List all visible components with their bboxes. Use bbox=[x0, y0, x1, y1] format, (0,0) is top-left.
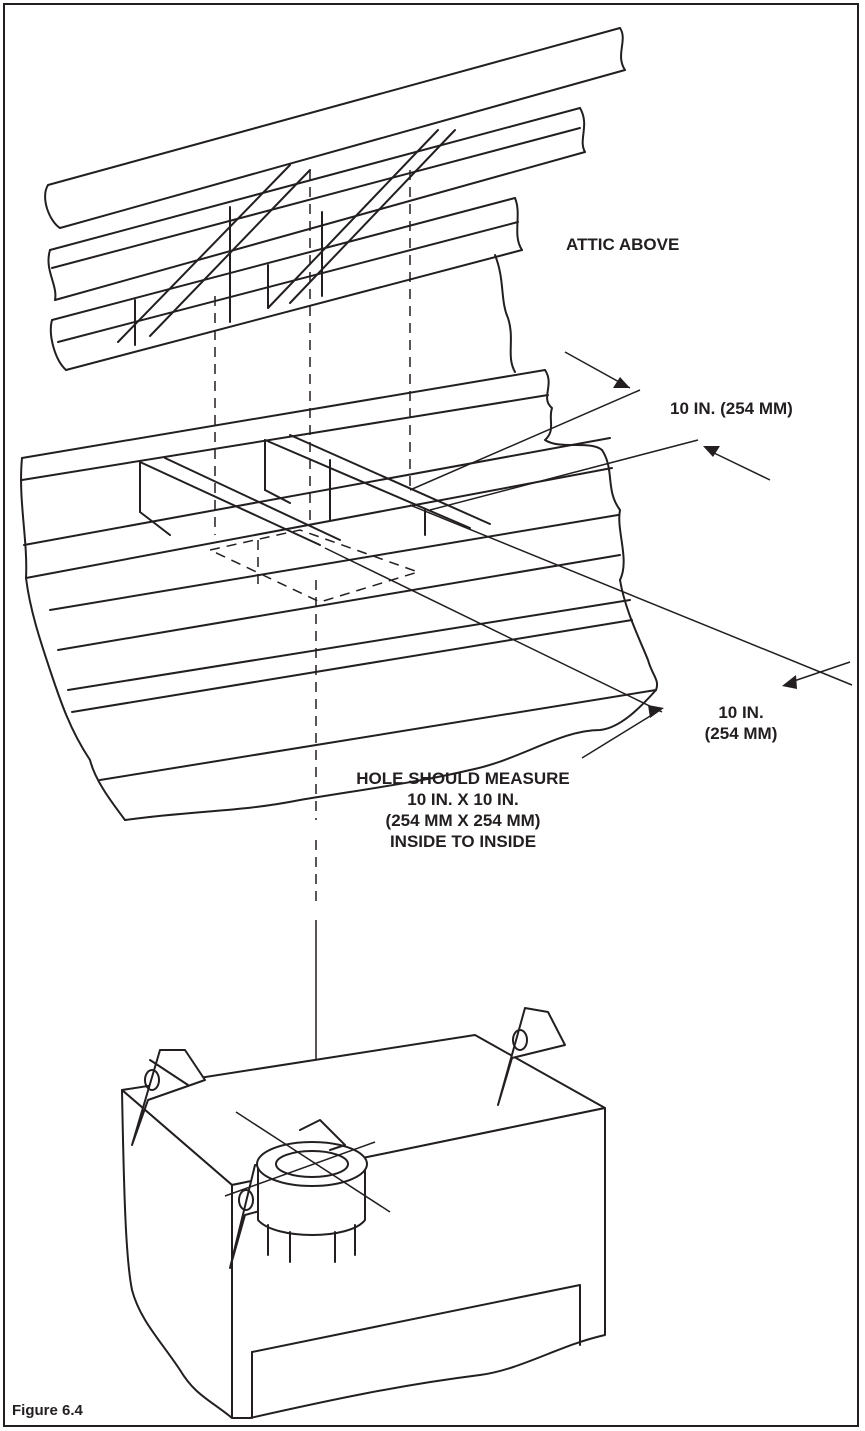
hole-note-line-3: (254 MM X 254 MM) bbox=[385, 811, 541, 830]
flue-collar bbox=[224, 1111, 391, 1263]
side-dimension-line-2: (254 MM) bbox=[704, 724, 778, 743]
dimension-lines bbox=[324, 351, 853, 759]
attic-label: ATTIC ABOVE bbox=[566, 235, 680, 254]
figure-label: Figure 6.4 bbox=[12, 1402, 83, 1419]
hole-note-line-4: INSIDE TO INSIDE bbox=[389, 832, 537, 851]
hole-note-line-2: 10 IN. X 10 IN. bbox=[407, 790, 519, 809]
side-dimension-label: 10 IN. (254 MM) bbox=[686, 702, 796, 744]
hole-outline bbox=[207, 170, 421, 905]
ceiling-joists bbox=[20, 369, 658, 821]
attic-trusses bbox=[44, 27, 626, 373]
hole-note-line-1: HOLE SHOULD MEASURE bbox=[356, 769, 570, 788]
side-dimension-line-1: 10 IN. bbox=[718, 703, 764, 722]
unit-body bbox=[121, 1034, 606, 1419]
hole-size-note: HOLE SHOULD MEASURE 10 IN. X 10 IN. (254… bbox=[328, 768, 598, 852]
top-dimension-label: 10 IN. (254 MM) bbox=[670, 399, 793, 418]
